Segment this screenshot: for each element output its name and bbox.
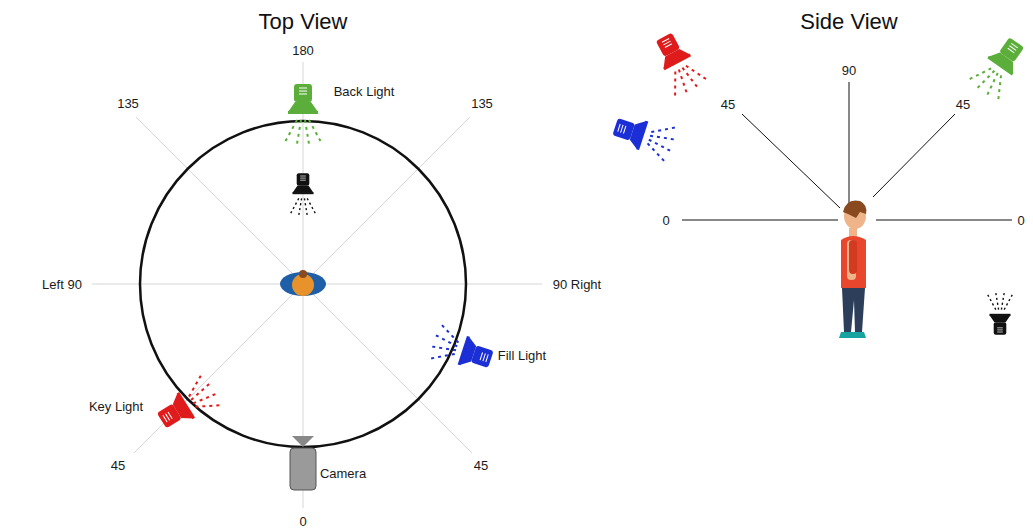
- subject-top: [280, 270, 326, 296]
- angle-label: 0: [297, 514, 308, 529]
- back-light: [285, 84, 321, 144]
- side-guides: [682, 82, 1012, 220]
- fill-light-side: [610, 109, 678, 162]
- back-light-side: [968, 32, 1032, 102]
- light-name: Fill Light: [496, 348, 548, 363]
- key-light: [152, 374, 222, 436]
- subject-side: [839, 200, 866, 338]
- hair-light-side: [987, 293, 1012, 335]
- angle-label: 45: [472, 458, 490, 473]
- hair-light: [290, 173, 315, 215]
- camera: [290, 436, 316, 490]
- angle-label: Left 90: [40, 277, 84, 292]
- angle-label: 135: [115, 96, 141, 111]
- angle-label: 90: [840, 63, 858, 78]
- angle-label: 45: [954, 97, 972, 112]
- angle-label: 0: [660, 213, 671, 228]
- view-title: Top View: [257, 9, 350, 35]
- angle-label: 90 Right: [551, 277, 603, 292]
- light-name: Back Light: [332, 84, 397, 99]
- light-circle: [140, 121, 466, 447]
- angle-label: 135: [469, 96, 495, 111]
- camera-label: Camera: [318, 466, 368, 481]
- angle-label: 180: [290, 43, 316, 58]
- key-light-side: [648, 28, 708, 98]
- angle-guides: [38, 62, 542, 508]
- angle-label: 0: [1015, 213, 1026, 228]
- angle-label: 45: [719, 97, 737, 112]
- light-name: Key Light: [87, 399, 145, 414]
- view-title: Side View: [798, 9, 899, 35]
- fill-light: [428, 324, 496, 377]
- angle-label: 45: [109, 458, 127, 473]
